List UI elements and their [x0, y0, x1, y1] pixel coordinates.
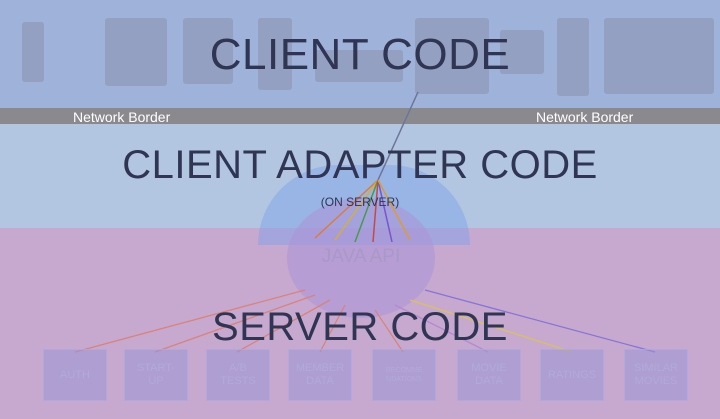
adapter-fan-line	[334, 179, 379, 241]
console-tower-device	[415, 18, 489, 94]
java-api-circle	[287, 198, 435, 318]
api-to-startup-line	[154, 294, 316, 353]
adapter-fan-line	[377, 179, 393, 243]
service-label: SIMILAR MOVIES	[633, 362, 678, 387]
network-border-bar	[0, 108, 720, 124]
api-to-member-line	[319, 304, 346, 353]
server-code-title: SERVER CODE	[212, 305, 508, 349]
service-ab-tests: A/B TESTS	[206, 349, 270, 401]
phone-device	[258, 18, 292, 90]
tv-device	[604, 18, 714, 94]
api-to-similar-line	[424, 289, 656, 353]
api-to-recs-line	[374, 309, 404, 353]
api-to-auth-line	[74, 289, 306, 353]
game-console-device	[22, 22, 44, 82]
service-label: RECOMME NDATIONS	[385, 367, 423, 383]
service-ratings: RATINGS	[540, 349, 604, 401]
java-api-label: JAVA API	[321, 246, 401, 267]
network-border-right-label: Network Border	[536, 109, 634, 125]
service-movie-data: MOVIE DATA	[457, 349, 521, 401]
adapter-fan-line	[314, 179, 379, 239]
api-to-ratings-line	[409, 299, 573, 353]
client-band	[0, 0, 720, 108]
service-member-data: MEMBER DATA	[288, 349, 352, 401]
service-label: AUTH	[60, 368, 90, 381]
api-to-abtests-line	[236, 299, 331, 353]
media-box-device	[500, 30, 544, 74]
service-startup: START- UP	[124, 349, 188, 401]
api-to-movie-line	[394, 304, 489, 353]
console-slim-device	[557, 18, 589, 96]
adapter-fan-line	[377, 179, 411, 241]
service-label: MOVIE DATA	[471, 362, 507, 387]
adapter-fan-line	[354, 179, 379, 243]
service-label: MEMBER DATA	[295, 362, 345, 387]
bluray-device	[315, 50, 403, 82]
service-label: RATINGS	[547, 368, 597, 381]
people-device	[105, 18, 167, 86]
client-to-adapter-line	[377, 91, 419, 181]
tablet-device	[183, 18, 233, 84]
service-recommendations: RECOMME NDATIONS	[372, 349, 436, 401]
adapter-subtitle: (ON SERVER)	[320, 195, 400, 209]
network-border-left-label: Network Border	[73, 109, 171, 125]
service-label: START- UP	[136, 362, 176, 387]
service-label: A/B TESTS	[220, 362, 256, 387]
adapter-fan-line	[372, 179, 379, 243]
service-similar-movies: SIMILAR MOVIES	[624, 349, 688, 401]
client-adapter-code-title: CLIENT ADAPTER CODE	[122, 143, 598, 187]
client-code-title: CLIENT CODE	[209, 30, 511, 79]
service-auth: AUTH	[43, 349, 107, 401]
